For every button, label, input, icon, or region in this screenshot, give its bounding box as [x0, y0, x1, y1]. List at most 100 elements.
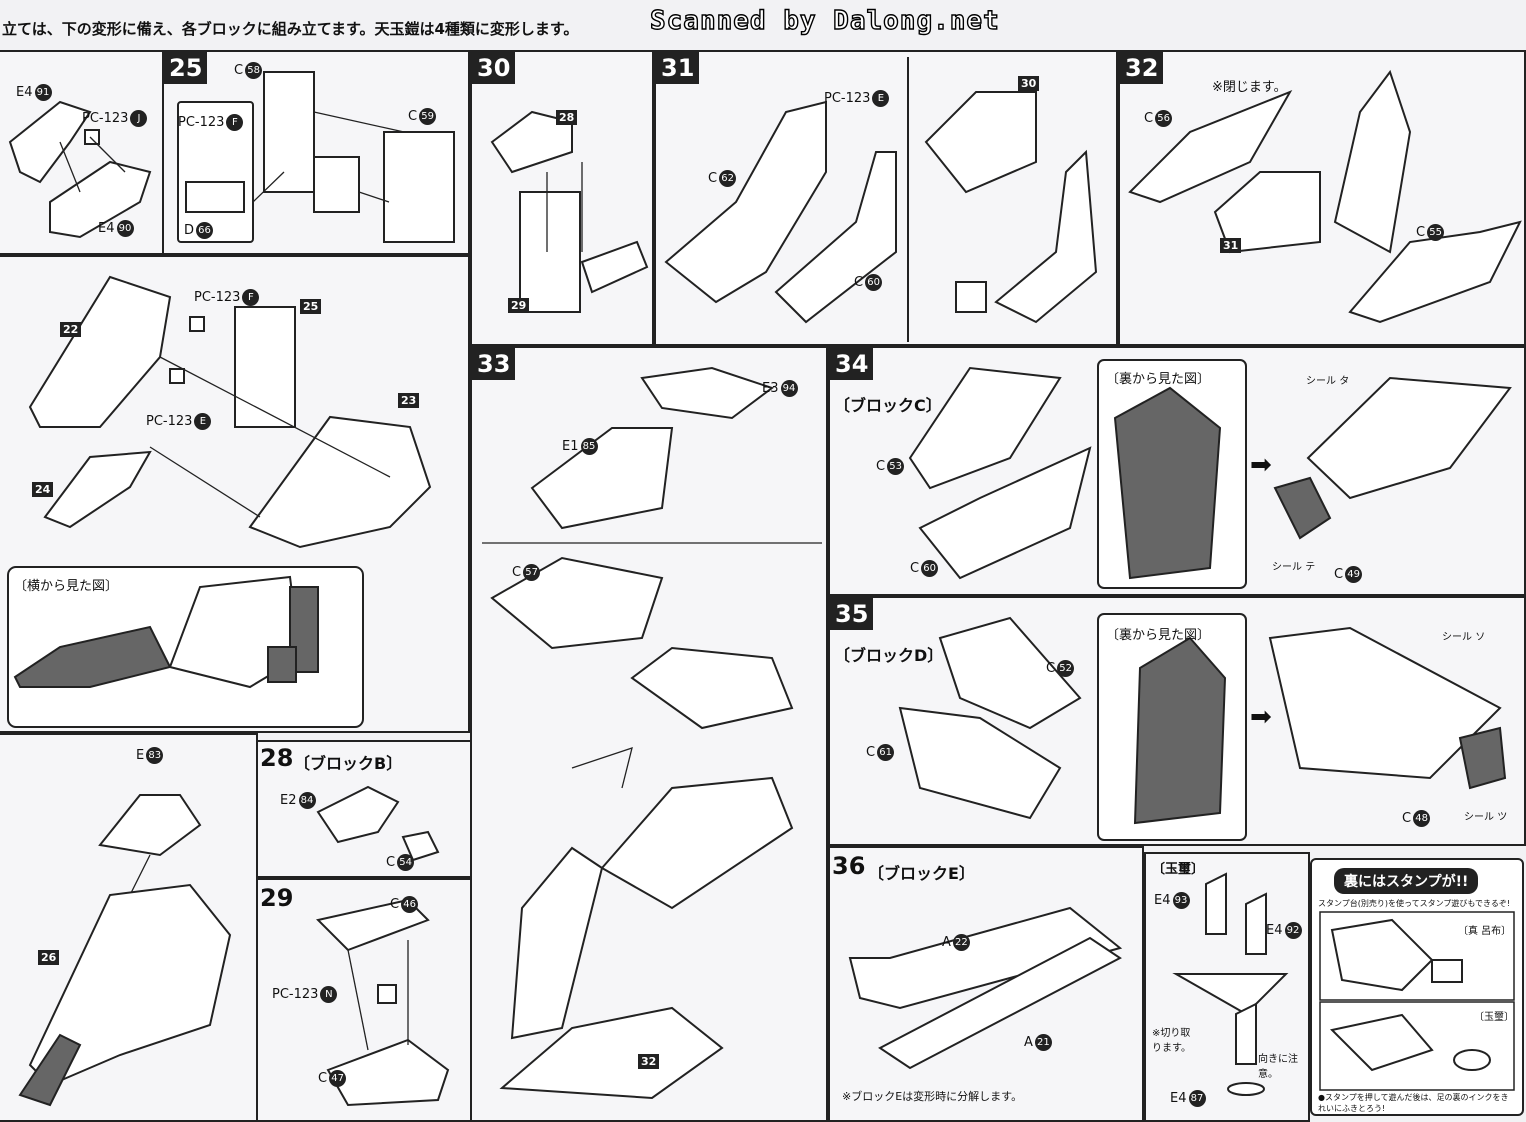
panel-step-30: 30 28 29 — [470, 50, 654, 346]
step-36-drawing — [848, 906, 1123, 1070]
subpart-22: 22 — [60, 322, 82, 337]
step-32-drawing — [1128, 69, 1522, 324]
block-c-title: 〔ブロックC〕 — [834, 396, 942, 415]
seal-label-ta: シール タ — [1306, 376, 1350, 387]
step-34-drawing — [908, 359, 1512, 589]
stamp-info-box: 裏にはスタンプが!! スタンプ台(別売り)を使ってスタンプ遊びもできるぞ! 〔真… — [1310, 858, 1524, 1116]
step-number-33: 33 — [472, 348, 516, 380]
subpart-23: 23 — [398, 393, 420, 408]
stamp-footer: ●スタンプを押して遊んだ後は、足の裏のインクをきれいにふきとろう! — [1318, 1093, 1509, 1113]
back-view-caption-d: 〔裏から見た図〕 — [1106, 628, 1211, 643]
note-direction: 向きに注意。 — [1258, 1054, 1298, 1080]
note-cut: ※切り取ります。 — [1152, 1028, 1191, 1054]
stamp-subtitle: スタンプ台(別売り)を使ってスタンプ遊びもできるぞ! — [1318, 899, 1511, 908]
step-31-drawing — [664, 57, 1098, 342]
back-view-caption-c: 〔裏から見た図〕 — [1106, 372, 1211, 387]
stamp-lubu-label: 〔真 呂布〕 — [1458, 926, 1512, 937]
subpart-32: 32 — [638, 1054, 660, 1069]
step-33-drawing — [482, 366, 822, 1100]
step-26-drawing — [18, 794, 232, 1107]
subpart-28: 28 — [556, 110, 578, 125]
step-29-drawing — [316, 898, 450, 1107]
step-number-30: 30 — [472, 52, 516, 84]
scan-watermark: Scanned by Dalong.net — [649, 5, 1000, 36]
stamp-gyokuji-label: 〔玉璽〕 — [1474, 1012, 1514, 1023]
step-number-34: 34 — [830, 348, 874, 380]
step-number-35: 35 — [830, 598, 874, 630]
header-note: 立ては、下の変形に備え、各ブロックに組み立てます。天玉鎧は4種類に変形します。 — [2, 20, 579, 38]
arrow-right-icon: ➡ — [1250, 702, 1272, 732]
gyokuji-title: 〔玉璽〕 — [1152, 862, 1205, 877]
stamp-title: 裏にはスタンプが!! — [1334, 868, 1479, 894]
gyokuji-drawing — [1172, 872, 1289, 1096]
subpart-30: 30 — [1018, 76, 1040, 91]
subpart-29: 29 — [508, 298, 530, 313]
step-35-drawing — [898, 613, 1507, 841]
seal-label-so: シール ソ — [1442, 632, 1486, 643]
step-25-drawing — [177, 71, 455, 243]
seal-label-tsu: シール ツ — [1464, 812, 1508, 823]
assembly-drawing — [7, 275, 432, 728]
subpart-25: 25 — [300, 299, 322, 314]
subpart-31: 31 — [1220, 238, 1242, 253]
step-number-29: 29 — [260, 884, 294, 912]
step-number-31: 31 — [656, 52, 700, 84]
step-number-32: 32 — [1120, 52, 1164, 84]
note-close: ※閉じます。 — [1212, 80, 1287, 95]
step-28-drawing — [316, 785, 440, 862]
step-30-drawing — [490, 110, 649, 313]
side-view-caption: 〔横から見た図〕 — [14, 579, 119, 594]
stamp-drawing — [1319, 911, 1515, 1091]
block-b-title: 〔ブロックB〕 — [294, 754, 403, 773]
subpart-26: 26 — [38, 950, 60, 965]
note-block-e-split: ※ブロックEは変形時に分解します。 — [842, 1090, 1023, 1103]
step-number-28: 28 — [260, 744, 294, 772]
block-d-title: 〔ブロックD〕 — [834, 646, 944, 665]
seal-label-te: シール テ — [1272, 562, 1316, 573]
